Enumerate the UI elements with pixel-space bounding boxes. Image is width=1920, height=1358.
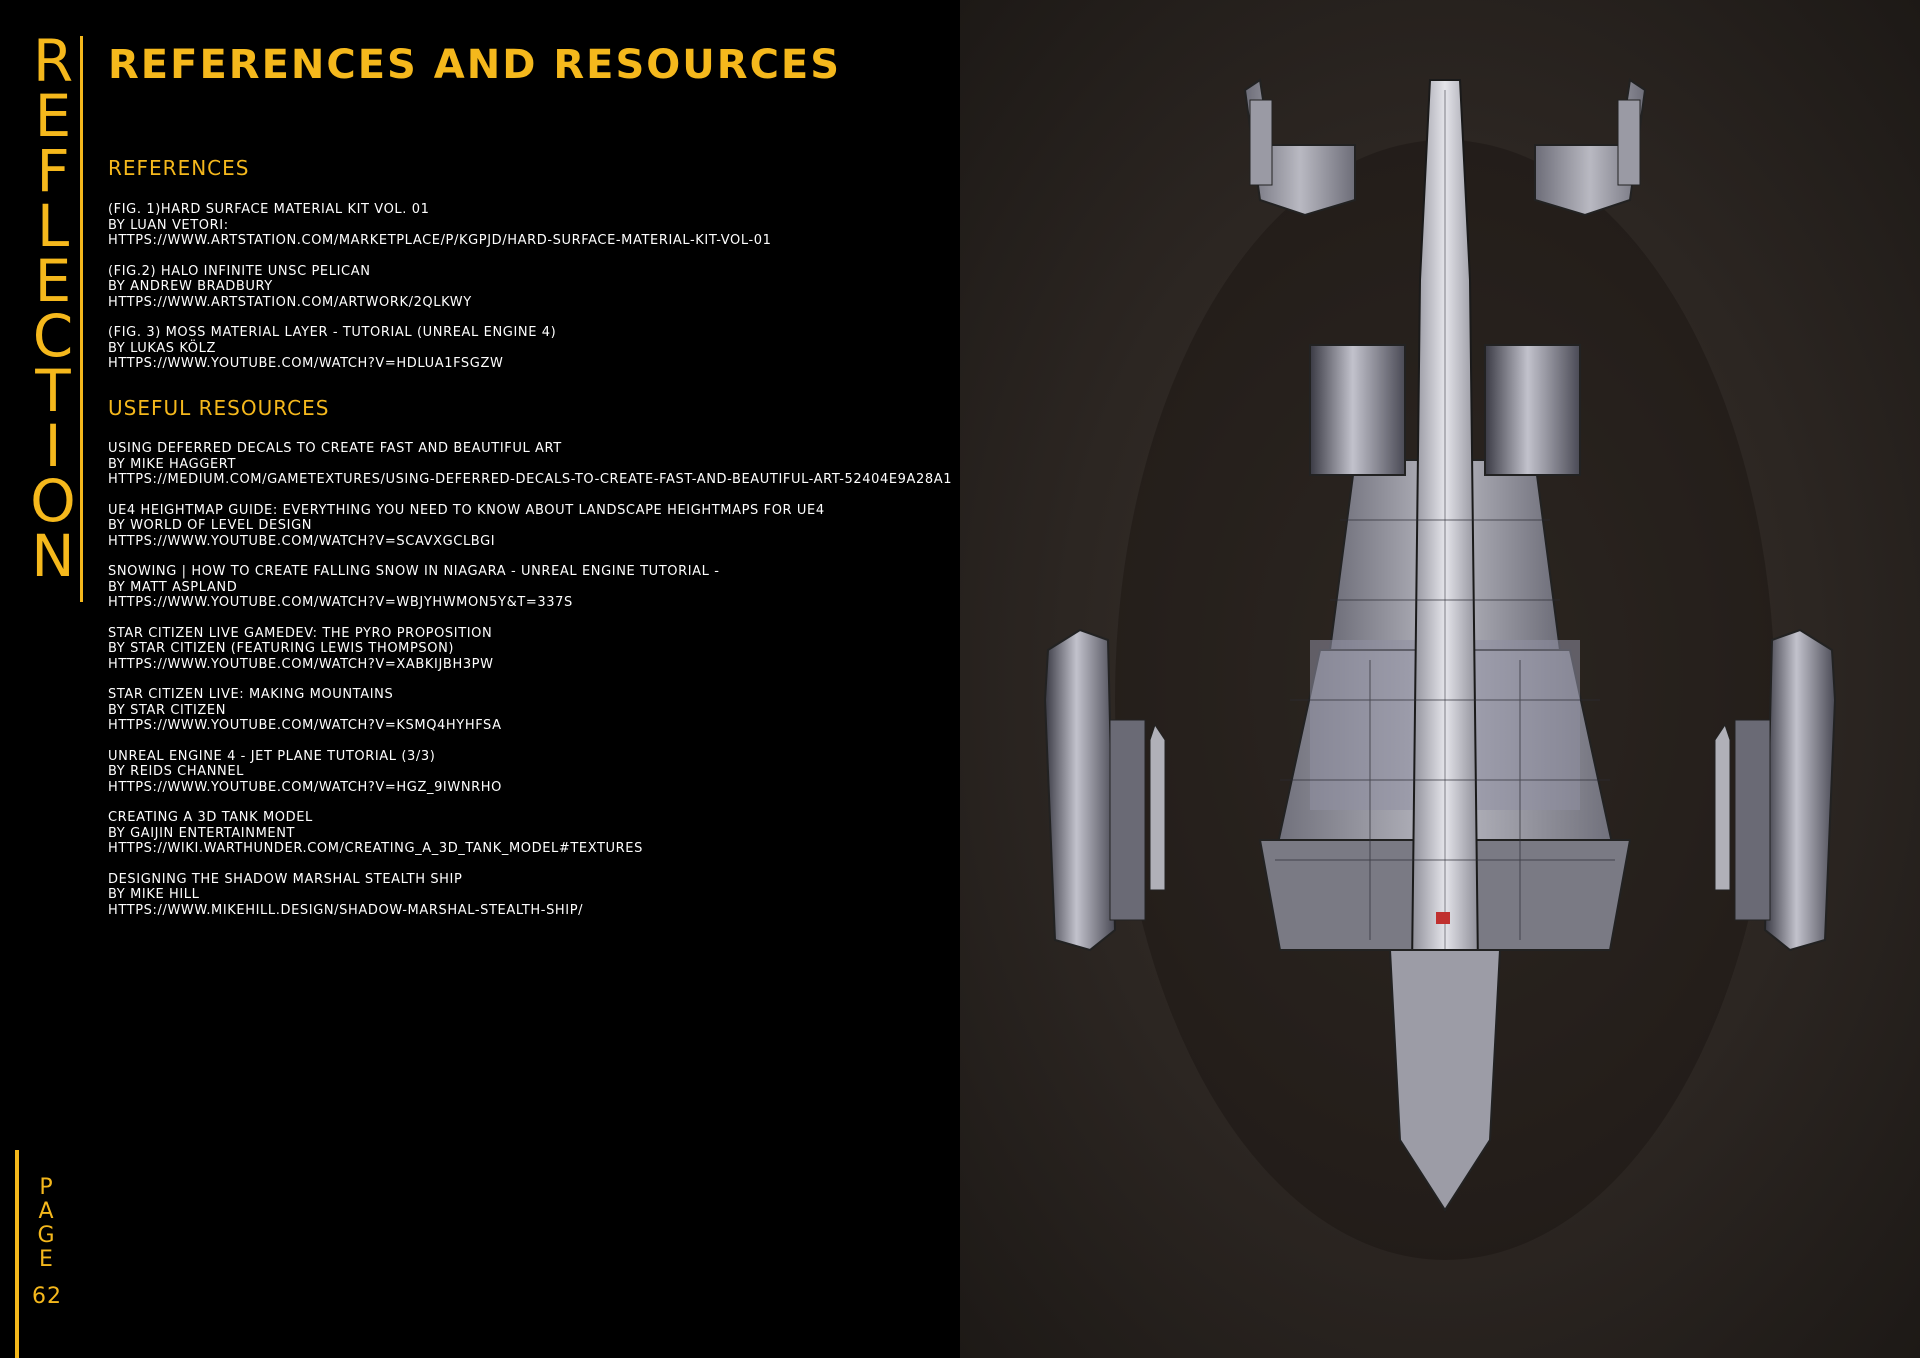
- magazine-letter: I: [44, 412, 62, 480]
- resource-link[interactable]: https://wiki.warthunder.com/Creating_a_3…: [108, 841, 643, 856]
- spaceship-illustration: [1043, 78, 1837, 1260]
- resource-link[interactable]: https://www.youtube.com/watch?v=wbjyhwmo…: [108, 595, 573, 610]
- reference-title: (Fig. 1)Hard Surface Material Kit Vol. 0…: [108, 202, 430, 217]
- resource-author: By Star Citizen: [108, 702, 227, 718]
- accent-divider: [80, 36, 83, 602]
- references-heading: References: [108, 156, 250, 180]
- resource-entry: Snowing | How to create Falling Snow in …: [108, 564, 958, 611]
- resource-title: UE4 Heightmap Guide: Everything You Need…: [108, 502, 825, 518]
- central-spine: [1388, 79, 1502, 1213]
- resource-link[interactable]: https://www.youtube.com/watch?v=hgz_9iwn…: [108, 779, 502, 795]
- resource-entry: Star Citizen Live: Making Mountains By S…: [108, 687, 958, 734]
- page-number: 62: [32, 1284, 62, 1309]
- page-accent-bar: [15, 1150, 19, 1358]
- resource-author: By Mike Haggert: [108, 456, 237, 472]
- reference-entry: (Fig. 3) Moss Material Layer - Tutorial …: [108, 325, 958, 372]
- side-pods: [1043, 628, 1837, 952]
- resource-link[interactable]: https://www.youtube.com/watch?v=ksmq4hyh…: [108, 718, 502, 733]
- resource-author: By Reids Channel: [108, 764, 245, 779]
- page-label-vertical: P A G E: [35, 1176, 57, 1272]
- resource-link[interactable]: https://www.youtube.com/watch?v=xabkijbh…: [108, 656, 494, 672]
- resource-author: By Matt Aspland: [108, 579, 238, 595]
- resource-title: Star Citizen Live Gamedev: The Pyro Prop…: [108, 625, 493, 641]
- text-panel: R E F L E C T I O N P A G E 62 Reference…: [15, 27, 958, 1358]
- resource-author: By World of Level Design: [108, 518, 313, 533]
- magazine-letter: O: [30, 467, 76, 535]
- resource-title: Using Deferred Decals to Create Fast and…: [108, 441, 562, 456]
- magazine-letter: R: [32, 27, 74, 95]
- top-wings: [1243, 78, 1647, 217]
- reference-author: By Andrew Bradbury: [108, 279, 273, 294]
- spaceship-render: [960, 0, 1920, 1358]
- magazine-letter: F: [36, 137, 70, 205]
- upper-engines: [1309, 344, 1581, 476]
- page-letter: A: [38, 1199, 54, 1224]
- page-letter: G: [37, 1223, 55, 1248]
- references-list: (Fig. 1)Hard Surface Material Kit Vol. 0…: [108, 202, 958, 387]
- reference-title: (Fig.2) Halo Infinite UNSC Pelican: [108, 263, 371, 279]
- reference-link[interactable]: https://www.youtube.com/watch?v=hdlua1fs…: [108, 356, 504, 371]
- resource-title: Designing the Shadow Marshal Stealth Shi…: [108, 871, 463, 887]
- resource-entry: UE4 Heightmap Guide: Everything You Need…: [108, 503, 958, 550]
- resource-title: Creating a 3D Tank Model: [108, 810, 313, 825]
- resource-link[interactable]: https://medium.com/gametextures/using-de…: [108, 472, 953, 487]
- resource-entry: Unreal Engine 4 - Jet Plane Tutorial (3/…: [108, 749, 958, 796]
- reference-author: By Lukas Kölz: [108, 340, 216, 356]
- resource-author: By Mike Hill: [108, 887, 200, 902]
- resource-entry: Using Deferred Decals to Create Fast and…: [108, 441, 958, 488]
- magazine-name-vertical: R E F L E C T I O N: [22, 27, 84, 590]
- resource-link[interactable]: https://www.mikehill.design/shadow-marsh…: [108, 902, 584, 918]
- page-letter: P: [39, 1175, 53, 1200]
- resource-title: Unreal Engine 4 - Jet Plane Tutorial (3/…: [108, 748, 436, 764]
- magazine-letter: E: [34, 247, 72, 315]
- magazine-letter: E: [34, 82, 72, 150]
- resource-author: By Star Citizen (featuring Lewis Thompso…: [108, 641, 455, 656]
- magazine-letter: N: [31, 522, 75, 590]
- magazine-letter: T: [35, 357, 71, 425]
- page-letter: E: [39, 1247, 53, 1272]
- resources-list: Using Deferred Decals to Create Fast and…: [108, 441, 958, 933]
- resource-link[interactable]: https://www.youtube.com/watch?v=scavxgcl…: [108, 533, 496, 549]
- magazine-letter: C: [32, 302, 74, 370]
- resource-author: By Gaijin Entertainment: [108, 825, 296, 841]
- reference-entry: (Fig. 1)Hard Surface Material Kit Vol. 0…: [108, 202, 958, 249]
- resource-entry: Designing the Shadow Marshal Stealth Shi…: [108, 872, 958, 919]
- resource-entry: Creating a 3D Tank Model By Gaijin Enter…: [108, 810, 958, 857]
- resource-title: Star Citizen Live: Making Mountains: [108, 687, 394, 702]
- reference-link[interactable]: https://www.artstation.com/marketplace/p…: [108, 233, 772, 248]
- reference-entry: (Fig.2) Halo Infinite UNSC Pelican By An…: [108, 264, 958, 311]
- page-title: References and Resources: [108, 42, 842, 88]
- resources-heading: Useful Resources: [108, 396, 330, 420]
- reference-author: By Luan Vetori:: [108, 217, 229, 233]
- resource-title: Snowing | How to create Falling Snow in …: [108, 564, 720, 579]
- reference-link[interactable]: https://www.artstation.com/artwork/2qlkw…: [108, 294, 472, 310]
- panel-lines: [1275, 519, 1615, 940]
- resource-entry: Star Citizen Live Gamedev: The Pyro Prop…: [108, 626, 958, 673]
- magazine-letter: L: [36, 192, 70, 260]
- reference-title: (Fig. 3) Moss Material Layer - Tutorial …: [108, 325, 557, 340]
